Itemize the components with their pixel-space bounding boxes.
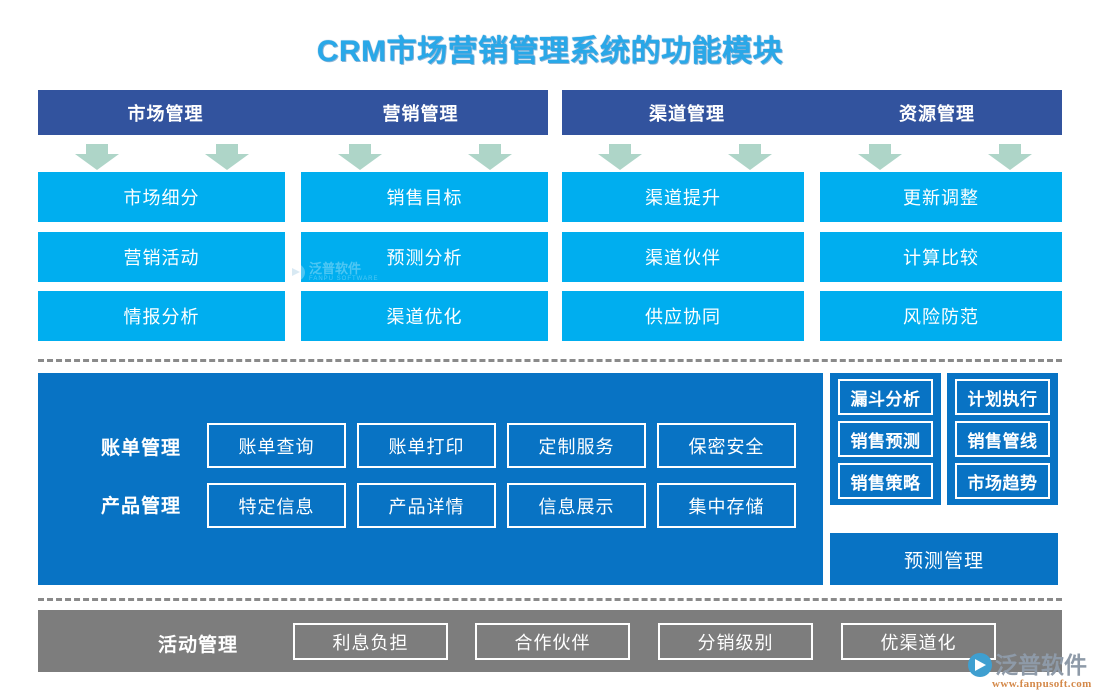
down-arrow-icon (205, 144, 249, 170)
down-arrow-icon (728, 144, 772, 170)
header-bar-right: 渠道管理 资源管理 (562, 90, 1062, 135)
dashed-separator-bottom (38, 598, 1062, 601)
tile-risk-prevention[interactable]: 风险防范 (820, 291, 1062, 341)
bottom-bar-label: 活动管理 (157, 635, 238, 656)
tile-channel-optimization[interactable]: 渠道优化 (301, 291, 548, 341)
header-cell-resource-management: 资源管理 (899, 103, 975, 124)
tile-update-adjustment[interactable]: 更新调整 (820, 172, 1062, 222)
down-arrow-icon (858, 144, 902, 170)
tile-calculation-comparison[interactable]: 计算比较 (820, 232, 1062, 282)
header-cell-channel-management: 渠道管理 (649, 103, 725, 124)
tile-market-segmentation[interactable]: 市场细分 (38, 172, 285, 222)
header-bar-left: 市场管理 营销管理 (38, 90, 548, 135)
box-info-display[interactable]: 信息展示 (507, 483, 646, 528)
brand-url: www.fanpusoft.com (992, 678, 1092, 690)
panel-row-label-product: 产品管理 (100, 496, 181, 517)
box-distribution-level[interactable]: 分销级别 (658, 623, 813, 660)
tile-sales-target[interactable]: 销售目标 (301, 172, 548, 222)
box-funnel-analysis[interactable]: 漏斗分析 (838, 379, 933, 415)
page-title: CRM市场营销管理系统的功能模块 (316, 35, 784, 68)
box-plan-execution[interactable]: 计划执行 (955, 379, 1050, 415)
down-arrow-icon (468, 144, 512, 170)
box-cooperative-partner[interactable]: 合作伙伴 (475, 623, 630, 660)
down-arrow-icon (338, 144, 382, 170)
header-cell-marketing-management: 营销管理 (382, 103, 459, 124)
tile-channel-partner[interactable]: 渠道伙伴 (562, 232, 804, 282)
down-arrow-icon (75, 144, 119, 170)
box-specific-info[interactable]: 特定信息 (207, 483, 346, 528)
box-market-trend[interactable]: 市场趋势 (955, 463, 1050, 499)
brand-name: 泛普软件 (995, 652, 1087, 678)
down-arrow-icon (598, 144, 642, 170)
box-interest-burden[interactable]: 利息负担 (293, 623, 448, 660)
dashed-separator-top (38, 359, 1062, 362)
side-subpanel-left: 漏斗分析 销售预测 销售策略 (830, 373, 941, 505)
tile-supply-collaboration[interactable]: 供应协同 (562, 291, 804, 341)
tile-forecast-analysis[interactable]: 预测分析 (301, 232, 548, 282)
header-cell-market-management: 市场管理 (127, 103, 204, 124)
brand-mark-icon (968, 653, 992, 677)
side-subpanel-right: 计划执行 销售管线 市场趋势 (947, 373, 1058, 505)
box-product-detail[interactable]: 产品详情 (357, 483, 496, 528)
down-arrow-icon (988, 144, 1032, 170)
billing-product-panel: 账单管理 产品管理 账单查询 账单打印 定制服务 保密安全 特定信息 产品详情 … (38, 373, 823, 585)
tile-channel-upgrade[interactable]: 渠道提升 (562, 172, 804, 222)
box-central-storage[interactable]: 集中存储 (657, 483, 796, 528)
box-bill-query[interactable]: 账单查询 (207, 423, 346, 468)
box-sales-strategy[interactable]: 销售策略 (838, 463, 933, 499)
box-channel-optimization[interactable]: 优渠道化 (841, 623, 996, 660)
box-bill-print[interactable]: 账单打印 (357, 423, 496, 468)
activity-management-bar: 活动管理 利息负担 合作伙伴 分销级别 优渠道化 (38, 610, 1062, 672)
box-confidential-security[interactable]: 保密安全 (657, 423, 796, 468)
tile-marketing-campaign[interactable]: 营销活动 (38, 232, 285, 282)
panel-row-label-billing: 账单管理 (100, 438, 181, 459)
box-sales-pipeline[interactable]: 销售管线 (955, 421, 1050, 457)
box-custom-service[interactable]: 定制服务 (507, 423, 646, 468)
box-sales-forecast[interactable]: 销售预测 (838, 421, 933, 457)
tile-intelligence-analysis[interactable]: 情报分析 (38, 291, 285, 341)
brand-logo: 泛普软件 www.fanpusoft.com (968, 653, 1092, 690)
forecast-management-bar[interactable]: 预测管理 (830, 533, 1058, 585)
